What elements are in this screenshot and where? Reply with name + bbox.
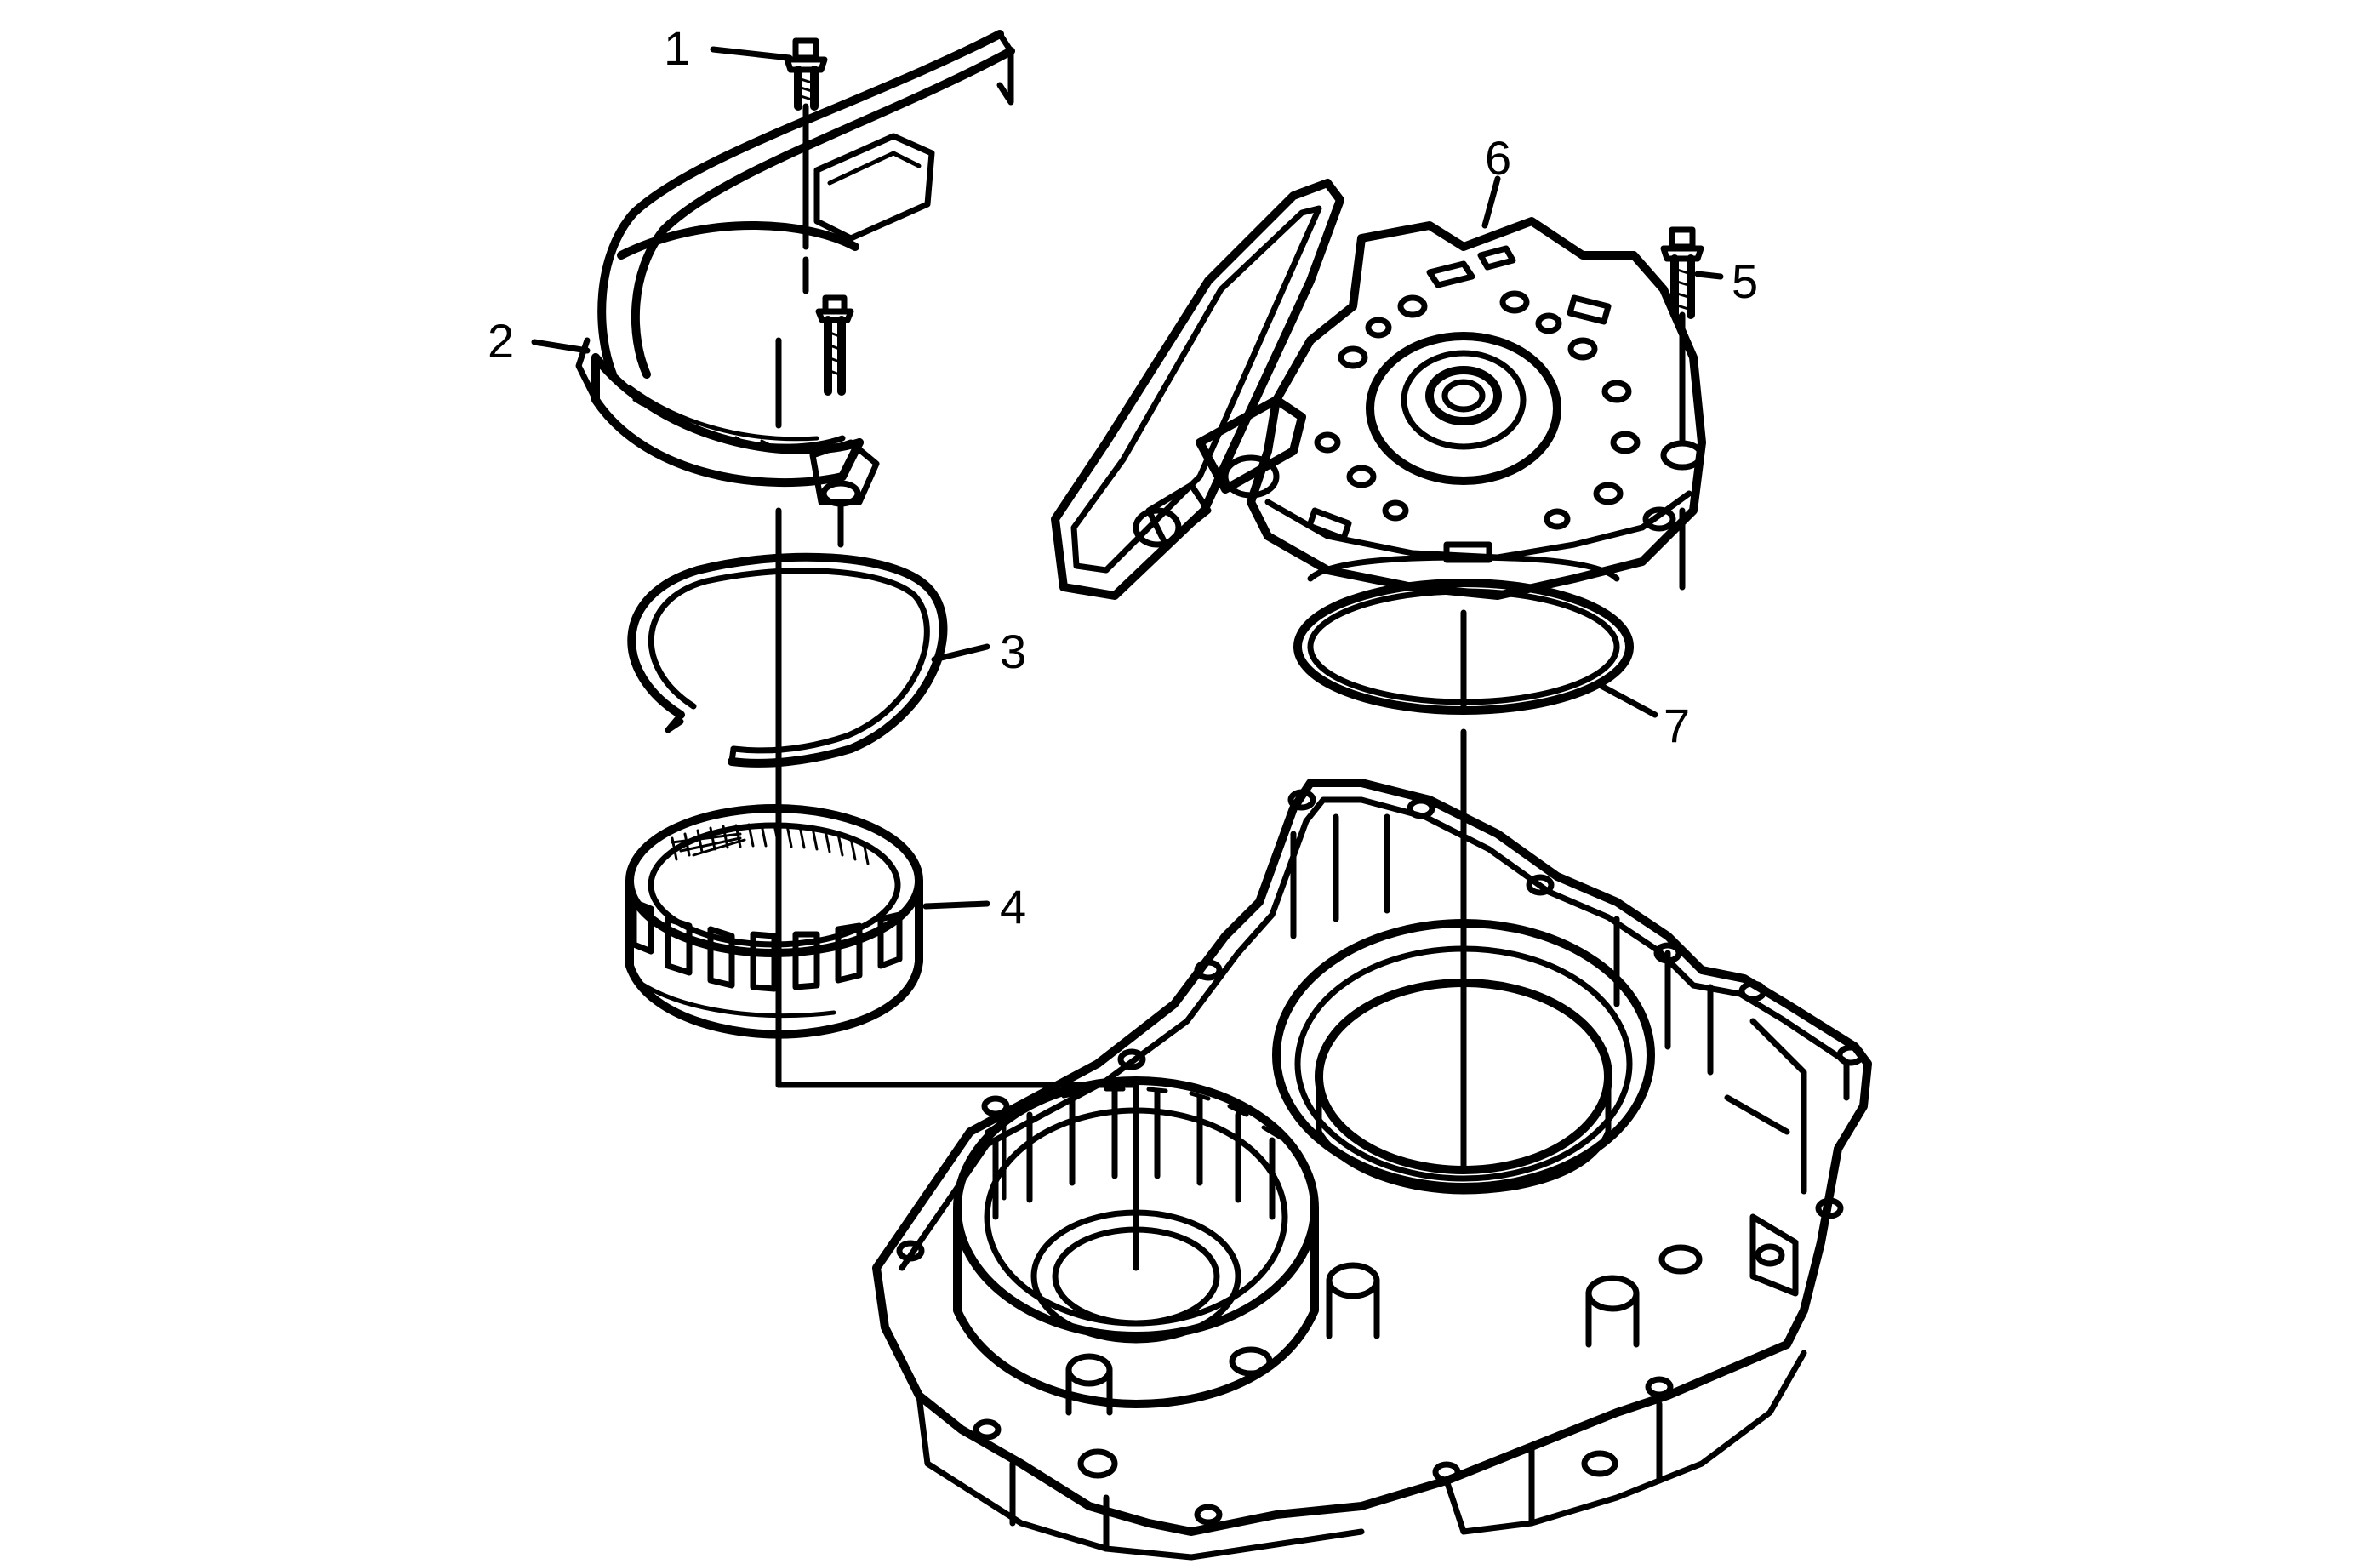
callout-2: 2	[488, 314, 514, 368]
leader-1	[710, 46, 793, 61]
callout-5: 5	[1732, 254, 1758, 308]
callout-3: 3	[1000, 625, 1026, 678]
deflector-shield	[575, 30, 1015, 507]
leader-3	[931, 643, 990, 663]
pump-assembly	[1051, 175, 1706, 600]
ring-gear	[625, 804, 923, 1039]
o-ring-seal	[1293, 554, 1634, 715]
leader-7	[1596, 682, 1658, 718]
leader-4	[922, 900, 990, 910]
leader-5	[1694, 271, 1724, 280]
callout-6: 6	[1485, 131, 1511, 185]
bolt-2-small	[815, 294, 854, 548]
snap-ring	[627, 552, 948, 768]
transmission-case	[872, 779, 1872, 1561]
callout-leaders	[531, 46, 1724, 910]
assembly-leader-lines	[775, 337, 1467, 1271]
bolt-1	[784, 37, 828, 294]
leader-2	[531, 339, 591, 354]
callout-7: 7	[1664, 699, 1690, 752]
callout-4: 4	[1000, 880, 1026, 933]
callout-1: 1	[664, 21, 690, 75]
bolt-5	[1660, 226, 1704, 591]
